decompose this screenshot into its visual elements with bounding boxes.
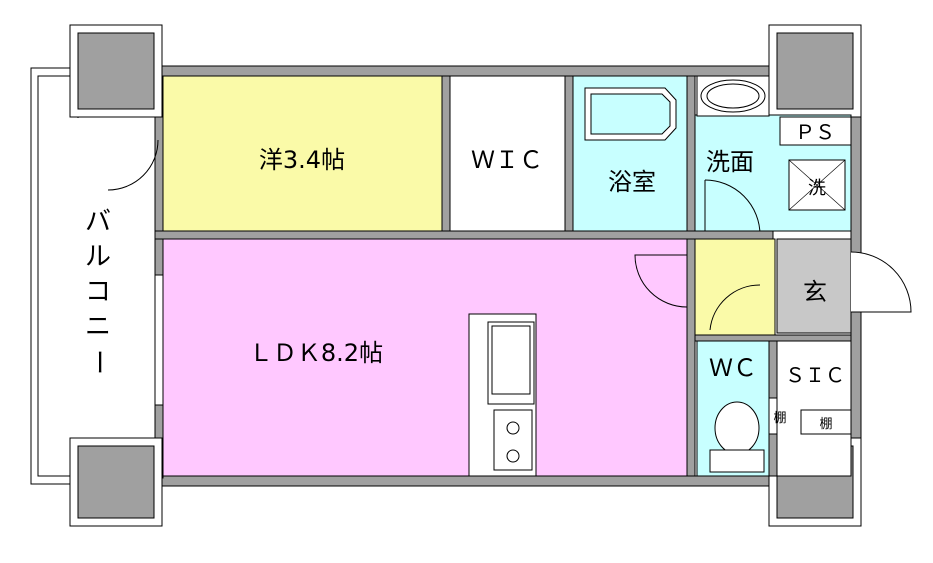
label-sic: ＳＩＣ [785,363,845,387]
label-entrance: 玄 [803,278,827,306]
label-balcony-3: コ [85,277,111,307]
toilet [714,401,760,455]
stove-burner [506,449,520,463]
label-ps: ＰＳ [795,120,835,144]
ldk-room [162,238,688,477]
entrance [776,238,852,334]
label-wic: ＷＩＣ [471,146,543,174]
ps-box [779,116,852,146]
label-balcony-5: ー [83,349,113,375]
label-shelf-sic: 棚 [819,417,832,432]
western-room [162,75,443,232]
label-wc: ＷＣ [709,354,757,382]
sic-room [776,340,852,477]
hallway [694,238,776,336]
label-bath: 浴室 [608,168,656,196]
stove-burner [506,421,520,435]
label-balcony-1: バ [85,207,111,237]
shelf-sic [800,409,852,435]
wic-room [449,75,566,232]
label-washroom: 洗面 [706,148,754,176]
kitchen-sink [491,325,531,395]
label-ldk: ＬＤＫ8.2帖 [249,339,383,367]
label-washer: 洗 [808,178,826,199]
columns [69,24,862,527]
label-balcony-2: ル [85,242,111,272]
label-balcony-4: ニ [85,312,111,342]
label-shelf-wc: 棚 [773,411,786,426]
balcony [30,67,158,485]
label-western: 洋3.4帖 [259,146,345,174]
